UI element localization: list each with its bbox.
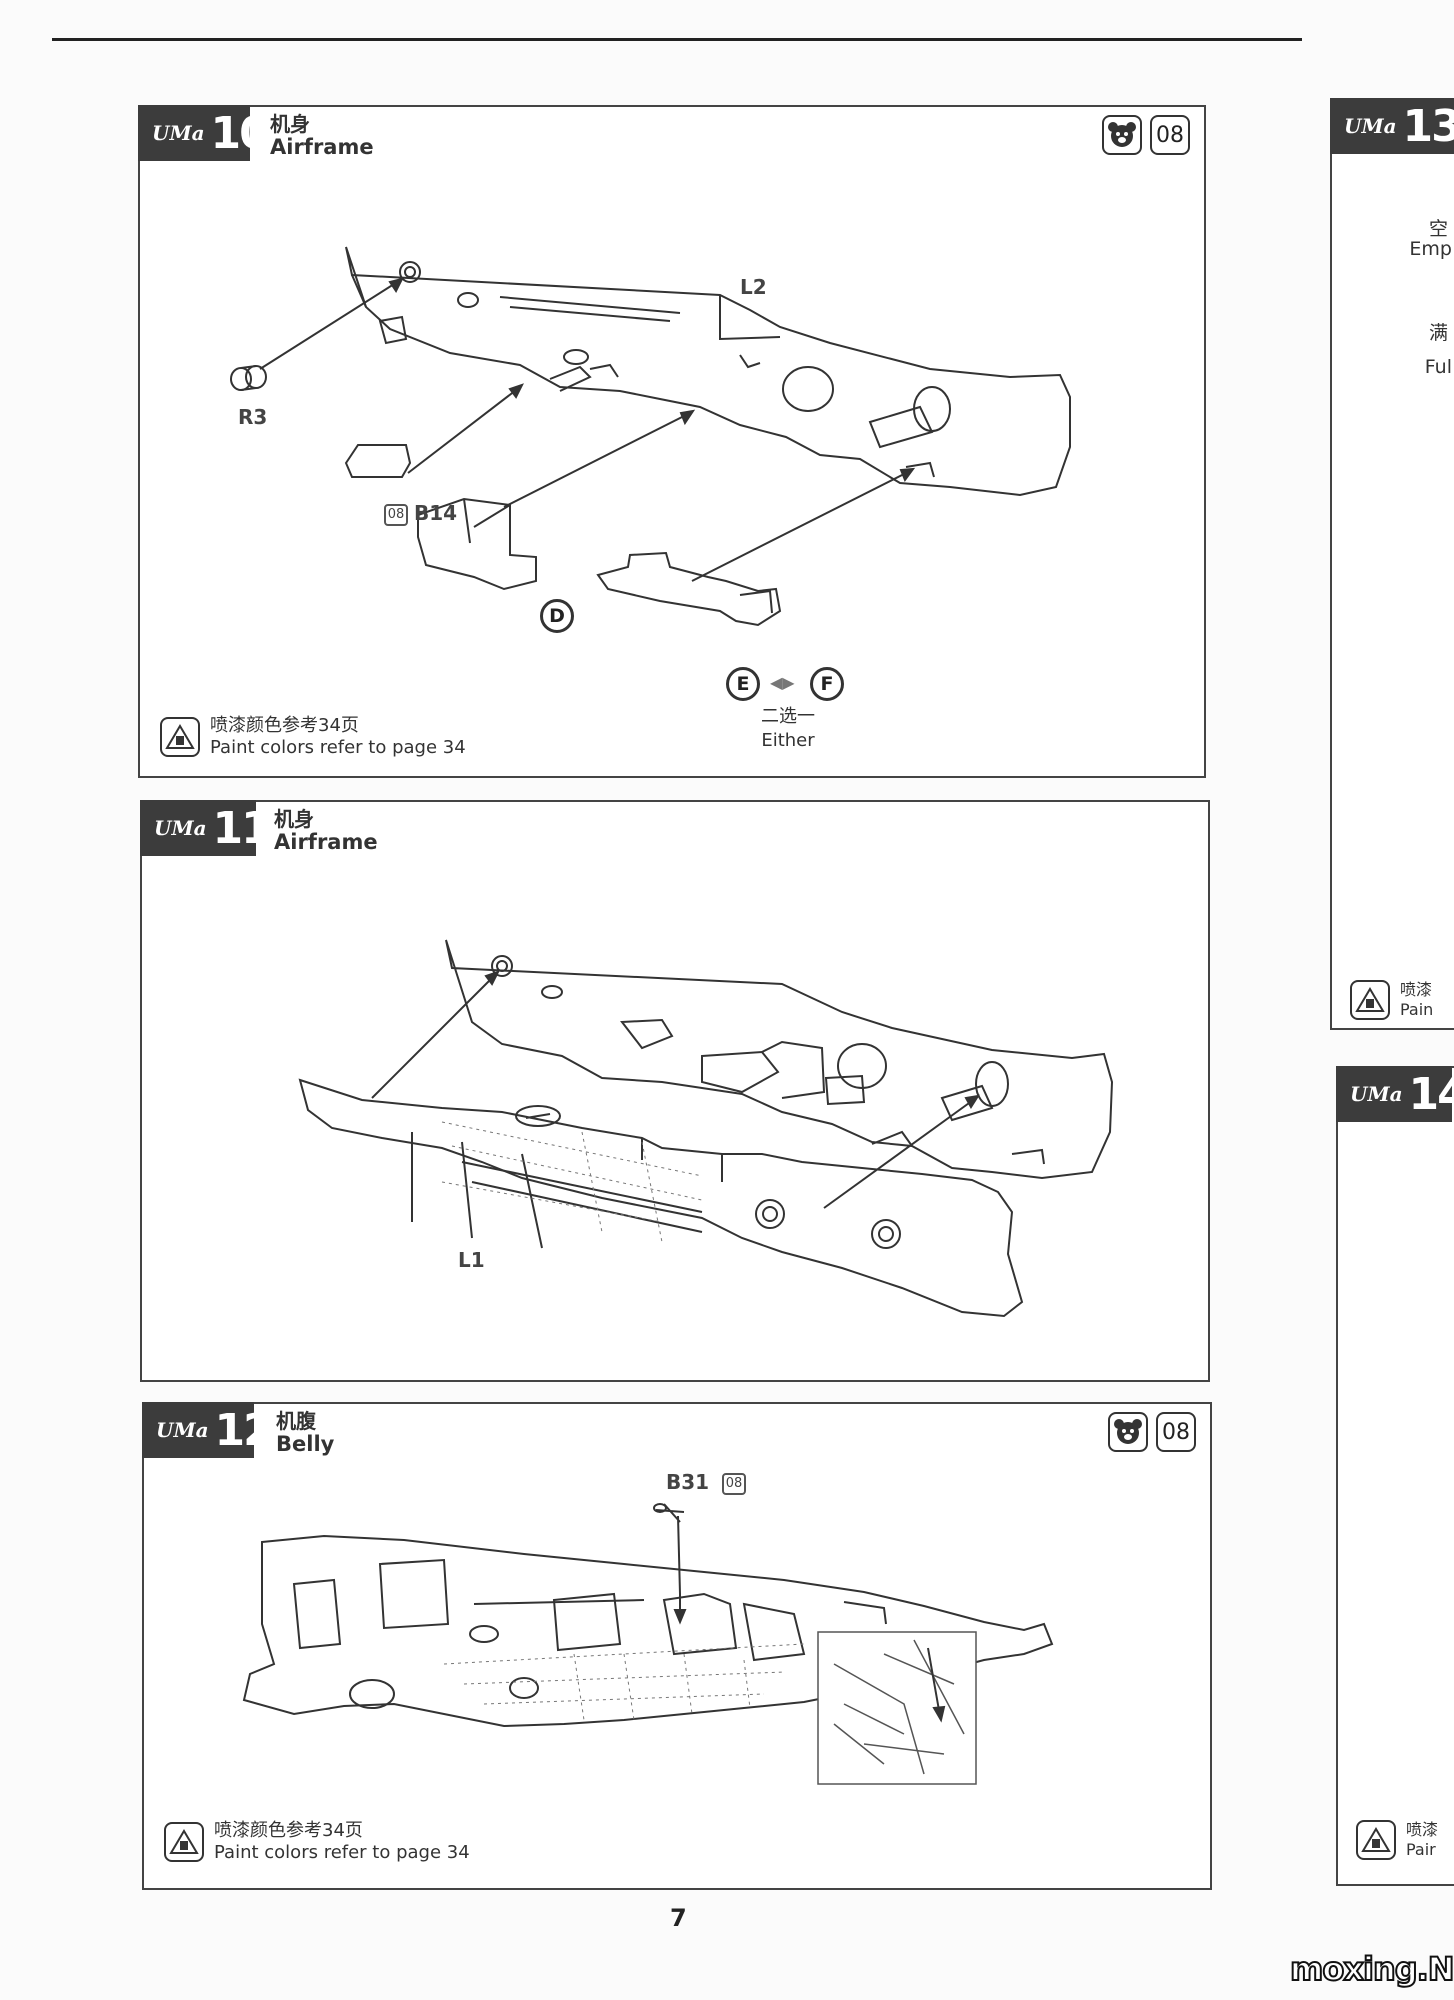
step-10-sheet-refs: 08 xyxy=(1102,115,1190,155)
brand-logo: UMa xyxy=(1344,114,1397,138)
step-10-header: UMa 10 xyxy=(138,105,270,161)
step-12-diagram xyxy=(242,1503,1054,1785)
either-cn: 二选一 xyxy=(761,706,815,727)
step-number: 14 xyxy=(1408,1068,1454,1120)
step-number: 12 xyxy=(214,1404,274,1456)
paint-note-en: Pain xyxy=(1400,1000,1434,1019)
step-12-title: 机腹 Belly xyxy=(276,1410,334,1456)
paint-note-cn: 喷漆颜色参考34页 xyxy=(210,715,359,736)
paint-note: 喷漆 Pain xyxy=(1350,980,1433,1020)
step-12-panel: UMa 12 机腹 Belly 08 B31 08 xyxy=(142,1402,1212,1890)
step-14-panel: UMa 14 喷漆 Pair xyxy=(1336,1066,1454,1886)
step-13-panel: UMa 13 空 Emp 满 Ful 喷漆 Pain xyxy=(1330,98,1454,1030)
brand-logo: UMa xyxy=(1350,1082,1403,1106)
brand-logo: UMa xyxy=(154,816,207,840)
top-rule xyxy=(52,38,1302,41)
step-12-sheet-refs: 08 xyxy=(1108,1412,1196,1452)
paint-note: 喷漆颜色参考34页 Paint colors refer to page 34 xyxy=(160,715,466,759)
step-10-diagram xyxy=(230,246,1071,627)
part-l1-label: L1 xyxy=(458,1248,485,1272)
sheet-number-badge: 08 xyxy=(1150,115,1190,155)
part-b31-label: B31 08 xyxy=(666,1470,752,1495)
cut-text-4: Ful xyxy=(1424,356,1452,378)
step-10-panel: UMa 10 机身 Airframe 08 xyxy=(138,105,1206,778)
option-d-badge: D xyxy=(540,599,574,633)
step-14-header: UMa 14 xyxy=(1336,1066,1454,1122)
paint-note-cn: 喷漆 xyxy=(1400,980,1433,999)
option-e-badge: E xyxy=(726,667,760,701)
either-arrows-icon: ◀▶ xyxy=(770,673,795,692)
paint-warning-icon xyxy=(164,1822,204,1862)
brand-logo: UMa xyxy=(156,1418,209,1442)
paint-note-en: Paint colors refer to page 34 xyxy=(214,1842,470,1863)
watermark: moxing.NET xyxy=(1289,1949,1454,1989)
step-number: 13 xyxy=(1402,100,1454,152)
title-cn: 机身 xyxy=(270,112,310,136)
title-en: Airframe xyxy=(274,830,378,854)
step-13-header: UMa 13 xyxy=(1330,98,1454,154)
paint-note: 喷漆颜色参考34页 Paint colors refer to page 34 xyxy=(164,1820,470,1864)
paint-note-en: Paint colors refer to page 34 xyxy=(210,737,466,758)
paint-warning-icon xyxy=(1350,980,1390,1020)
paint-warning-icon xyxy=(1356,1820,1396,1860)
part-l2-label: L2 xyxy=(740,275,767,299)
either-note: 二选一 Either xyxy=(738,705,838,753)
sheet-08-badge: 08 xyxy=(722,1472,747,1495)
title-cn: 机身 xyxy=(274,807,314,831)
step-number: 11 xyxy=(212,802,272,854)
step-11-diagram xyxy=(298,939,1114,1318)
step-10-title: 机身 Airframe xyxy=(270,113,374,159)
title-en: Airframe xyxy=(270,135,374,159)
cut-text-1: 空 xyxy=(1428,218,1448,240)
paint-note-cn: 喷漆 xyxy=(1406,1820,1439,1839)
bear-icon xyxy=(1108,1412,1148,1452)
cut-text-3: 满 xyxy=(1428,322,1448,344)
b31-text: B31 xyxy=(666,1470,710,1494)
step-number: 10 xyxy=(210,107,270,159)
step-12-header: UMa 12 xyxy=(142,1402,274,1458)
paint-note-en: Pair xyxy=(1406,1840,1436,1859)
title-cn: 机腹 xyxy=(276,1409,316,1433)
step-11-panel: UMa 11 机身 Airframe xyxy=(140,800,1210,1382)
title-en: Belly xyxy=(276,1432,335,1456)
step-11-title: 机身 Airframe xyxy=(274,808,378,854)
sheet-number-badge: 08 xyxy=(1156,1412,1196,1452)
cut-text-2: Emp xyxy=(1409,238,1452,260)
step-11-header: UMa 11 xyxy=(140,800,272,856)
paint-warning-icon xyxy=(160,717,200,757)
paint-note-cn: 喷漆颜色参考34页 xyxy=(214,1820,363,1841)
bear-icon xyxy=(1102,115,1142,155)
page-number: 7 xyxy=(670,1904,687,1932)
option-f-badge: F xyxy=(810,667,844,701)
sheet-08-badge: 08 xyxy=(384,503,408,526)
either-en: Either xyxy=(761,730,815,751)
brand-logo: UMa xyxy=(152,121,205,145)
paint-note: 喷漆 Pair xyxy=(1356,1820,1438,1860)
b14-text: B14 xyxy=(414,501,458,525)
part-r3-label: R3 xyxy=(238,405,268,429)
part-b14-label: 08 B14 xyxy=(384,501,457,526)
